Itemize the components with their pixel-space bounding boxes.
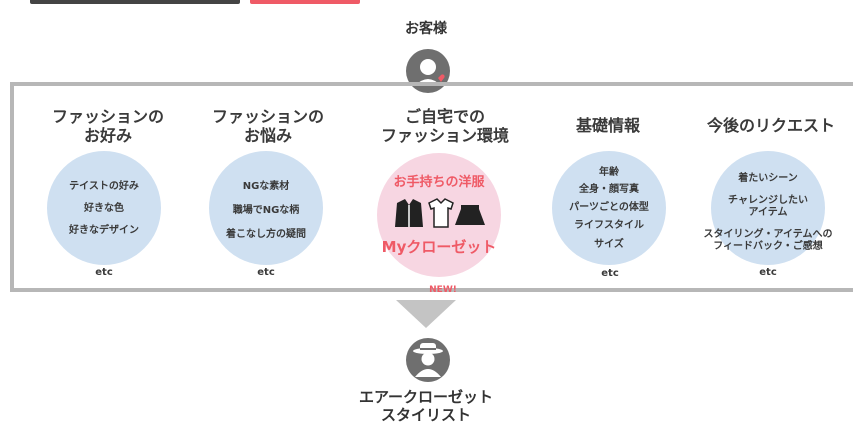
preferences-circle: テイストの好み 好きな色 好きなデザイン [47,151,161,265]
column-title-home-environment: ご自宅での ファッション環境 [380,107,509,145]
basic-info-item: ライフスタイル [574,220,644,231]
down-arrow-icon [396,300,456,330]
future-requests-circle: 着たいシーン チャレンジしたい アイテム スタイリング・アイテムへの フィードバ… [704,151,833,265]
skirt-icon [455,205,485,225]
preferences-etc: etc [95,267,113,278]
clothes-icons [391,197,487,231]
request-item: チャレンジしたい [728,195,808,206]
stylist-avatar-icon [406,338,450,382]
jacket-icon [395,199,423,227]
my-closet-label: Myクローゼット [381,238,497,256]
stylist-label: エアークローゼット スタイリスト [358,388,494,424]
column-title-basic-info: 基礎情報 [575,116,640,135]
new-badge: NEW! [429,285,457,295]
request-item: スタイリング・アイテムへの [703,229,833,240]
concerns-etc: etc [257,267,275,278]
basic-info-circle: 年齢 全身・顔写真 パーツごとの体型 ライフスタイル サイズ [552,151,666,265]
request-item: アイテム [748,207,788,218]
concerns-item: 着こなし方の疑問 [226,229,306,240]
basic-info-item: パーツごとの体型 [569,202,649,213]
customer-label: お客様 [405,21,447,37]
stylist-avatar [405,337,451,383]
preferences-item: 好きなデザイン [69,225,139,236]
shirt-icon [428,198,454,228]
cropped-header [0,0,853,8]
preferences-item: テイストの好み [69,181,139,192]
basic-info-item: サイズ [594,239,624,250]
home-environment-circle: お手持ちの洋服 Myクローゼット [377,153,501,277]
basic-info-item: 全身・顔写真 [579,184,639,195]
column-title-future-requests: 今後のリクエスト [706,116,835,135]
concerns-circle: NGな素材 職場でNGな柄 着こなし方の疑問 [209,151,323,265]
heart-icon [438,74,445,82]
request-item: 着たいシーン [738,173,798,184]
basic-info-etc: etc [601,268,619,279]
column-title-concerns: ファッションの お悩み [211,107,324,145]
column-title-preferences: ファッションの お好み [51,107,164,145]
preferences-item: 好きな色 [84,203,124,214]
basic-info-item: 年齢 [599,167,619,178]
owned-clothes-label: お手持ちの洋服 [393,175,485,190]
request-item: フィードバック・ご感想 [713,241,823,252]
future-requests-etc: etc [759,267,777,278]
concerns-item: 職場でNGな柄 [232,205,300,216]
info-frame [10,82,853,292]
concerns-item: NGな素材 [242,181,290,192]
